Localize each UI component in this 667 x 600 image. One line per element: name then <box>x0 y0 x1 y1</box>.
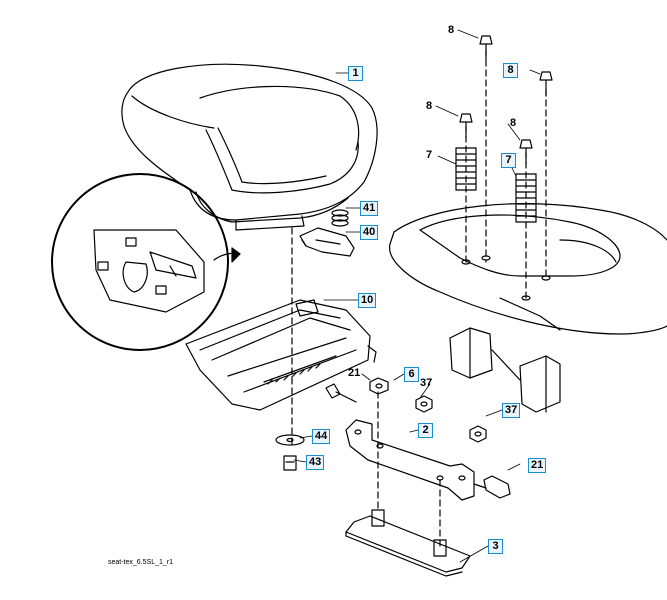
spring-41-drawing <box>331 209 349 227</box>
frame-drawing <box>389 203 667 335</box>
callout-8-bolt-top-right: 8 <box>503 63 518 78</box>
callout-8-bolt-mid-left: 8 <box>426 100 433 112</box>
bolt-8-drawing <box>459 35 553 165</box>
callout-8-bolt-top-left: 8 <box>448 24 455 36</box>
nut-drawing <box>369 377 487 443</box>
seat-drawing <box>121 63 378 231</box>
spring-7-drawing <box>455 147 537 223</box>
callout-7-spring-left: 7 <box>426 149 433 161</box>
clip-40-drawing <box>299 227 355 257</box>
callout-21-bolt-right: 21 <box>528 458 547 473</box>
bolt-21-drawing <box>325 383 511 499</box>
frame-bracket-drawing <box>449 327 561 413</box>
figure-caption: seat-tex_6.5SL_1_r1 <box>108 559 173 566</box>
callout-1-seat: 1 <box>348 66 363 81</box>
leader-lines <box>293 29 541 563</box>
callout-44-washer: 44 <box>312 429 331 444</box>
callout-6-part: 6 <box>404 367 419 382</box>
callout-3-base-plate: 3 <box>488 539 503 554</box>
callout-37-nut-left: 37 <box>420 377 433 389</box>
seat-pan-drawing <box>185 299 377 411</box>
base-plate-drawing <box>345 509 471 577</box>
callout-43-screw: 43 <box>306 455 325 470</box>
callout-2-bracket: 2 <box>418 423 433 438</box>
washer-screw-drawing <box>275 434 305 471</box>
callout-21-bolt-left: 21 <box>348 367 361 379</box>
callout-37-nut-right: 37 <box>502 403 521 418</box>
callout-10-seat-pan: 10 <box>358 293 377 308</box>
callout-41-spring: 41 <box>360 201 379 216</box>
callout-40-clip: 40 <box>360 225 379 240</box>
bracket-2-drawing <box>345 419 475 501</box>
callout-7-spring-right: 7 <box>501 153 516 168</box>
detail-inset-drawing <box>51 173 241 351</box>
callout-8-bolt-mid-right: 8 <box>510 117 517 129</box>
